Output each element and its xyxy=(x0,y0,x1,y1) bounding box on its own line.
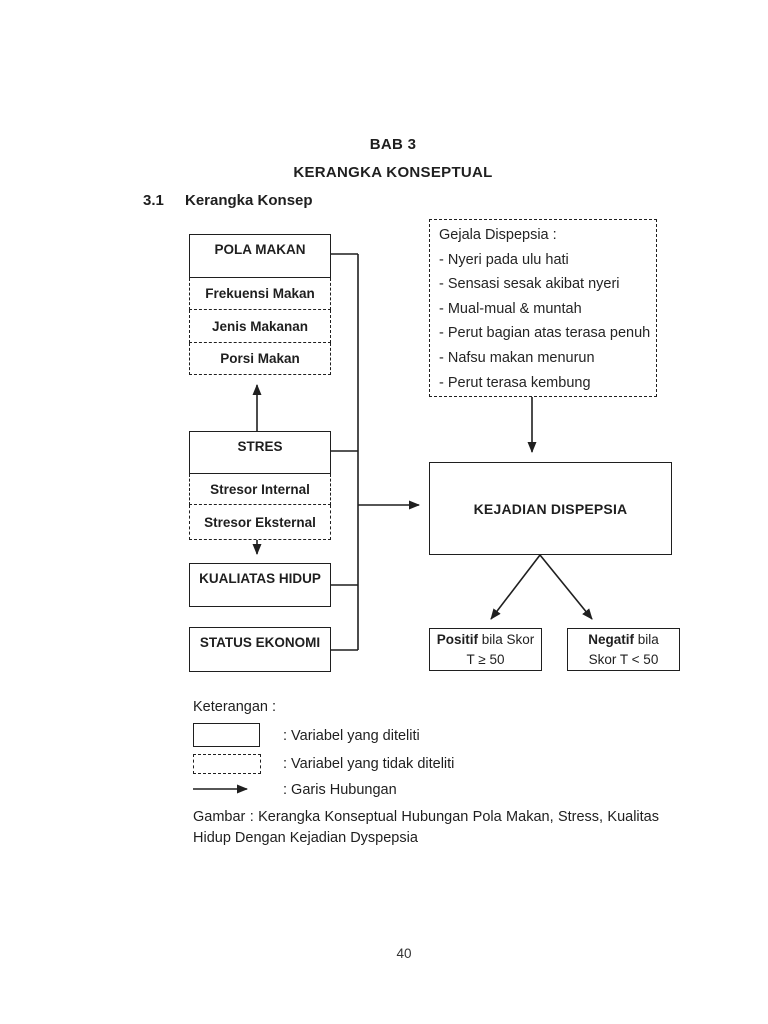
legend-arrow-label: : Garis Hubungan xyxy=(283,782,397,798)
legend-solid-label: : Variabel yang diteliti xyxy=(283,728,420,744)
box-status-ekonomi: STATUS EKONOMI xyxy=(189,627,331,672)
box-stresor-eksternal: Stresor Eksternal xyxy=(189,505,331,540)
section-title: Kerangka Konsep xyxy=(185,192,313,209)
negatif-rest: bila xyxy=(634,631,659,647)
box-frekuensi-makan: Frekuensi Makan xyxy=(189,278,331,310)
box-positif: Positif bila Skor T ≥ 50 xyxy=(429,628,542,671)
section-number: 3.1 xyxy=(143,192,164,209)
section-heading: 3.1 Kerangka Konsep xyxy=(143,192,313,209)
legend-dashed-rect xyxy=(193,754,261,774)
box-pola-makan: POLA MAKAN xyxy=(189,234,331,278)
gejala-title: Gejala Dispepsia : xyxy=(439,227,557,243)
gejala-item: - Mual-mual & muntah xyxy=(439,300,582,317)
arrow-kejadian-to-negatif xyxy=(539,554,593,620)
box-porsi-makan: Porsi Makan xyxy=(189,343,331,375)
box-kejadian-dispepsia: KEJADIAN DISPEPSIA xyxy=(429,462,672,555)
box-gejala-dispepsia: Gejala Dispepsia : - Nyeri pada ulu hati… xyxy=(429,219,657,397)
positif-line2: T ≥ 50 xyxy=(466,651,505,667)
gejala-item: - Nafsu makan menurun xyxy=(439,349,595,366)
box-negatif: Negatif bila Skor T < 50 xyxy=(567,628,680,671)
figure-caption: Gambar : Kerangka Konseptual Hubungan Po… xyxy=(193,809,659,846)
legend-solid-rect xyxy=(193,723,260,747)
chapter-title: KERANGKA KONSEPTUAL xyxy=(293,164,493,181)
box-kualiatas-hidup: KUALIATAS HIDUP xyxy=(189,563,331,607)
negatif-line1: Negatif bila xyxy=(588,630,659,650)
gejala-item: - Perut terasa kembung xyxy=(439,374,591,391)
arrow-kejadian-to-positif xyxy=(490,554,541,620)
negatif-line2: Skor T < 50 xyxy=(588,651,659,667)
gejala-item: - Nyeri pada ulu hati xyxy=(439,251,569,268)
gejala-item: - Perut bagian atas terasa penuh xyxy=(439,325,651,342)
box-jenis-makanan: Jenis Makanan xyxy=(189,310,331,343)
gejala-item: - Sensasi sesak akibat nyeri xyxy=(439,276,620,293)
positif-keyword: Positif xyxy=(436,631,478,647)
box-stresor-internal: Stresor Internal xyxy=(189,474,331,505)
legend-title: Keterangan : xyxy=(193,699,277,715)
legend-dashed-label: : Variabel yang tidak diteliti xyxy=(283,756,455,772)
page-number: 40 xyxy=(396,946,412,961)
chapter-heading: BAB 3 xyxy=(369,136,417,153)
box-stres: STRES xyxy=(189,431,331,474)
positif-line1: Positif bila Skor xyxy=(437,630,535,650)
negatif-keyword: Negatif xyxy=(588,631,634,647)
positif-rest: bila Skor xyxy=(477,631,535,647)
